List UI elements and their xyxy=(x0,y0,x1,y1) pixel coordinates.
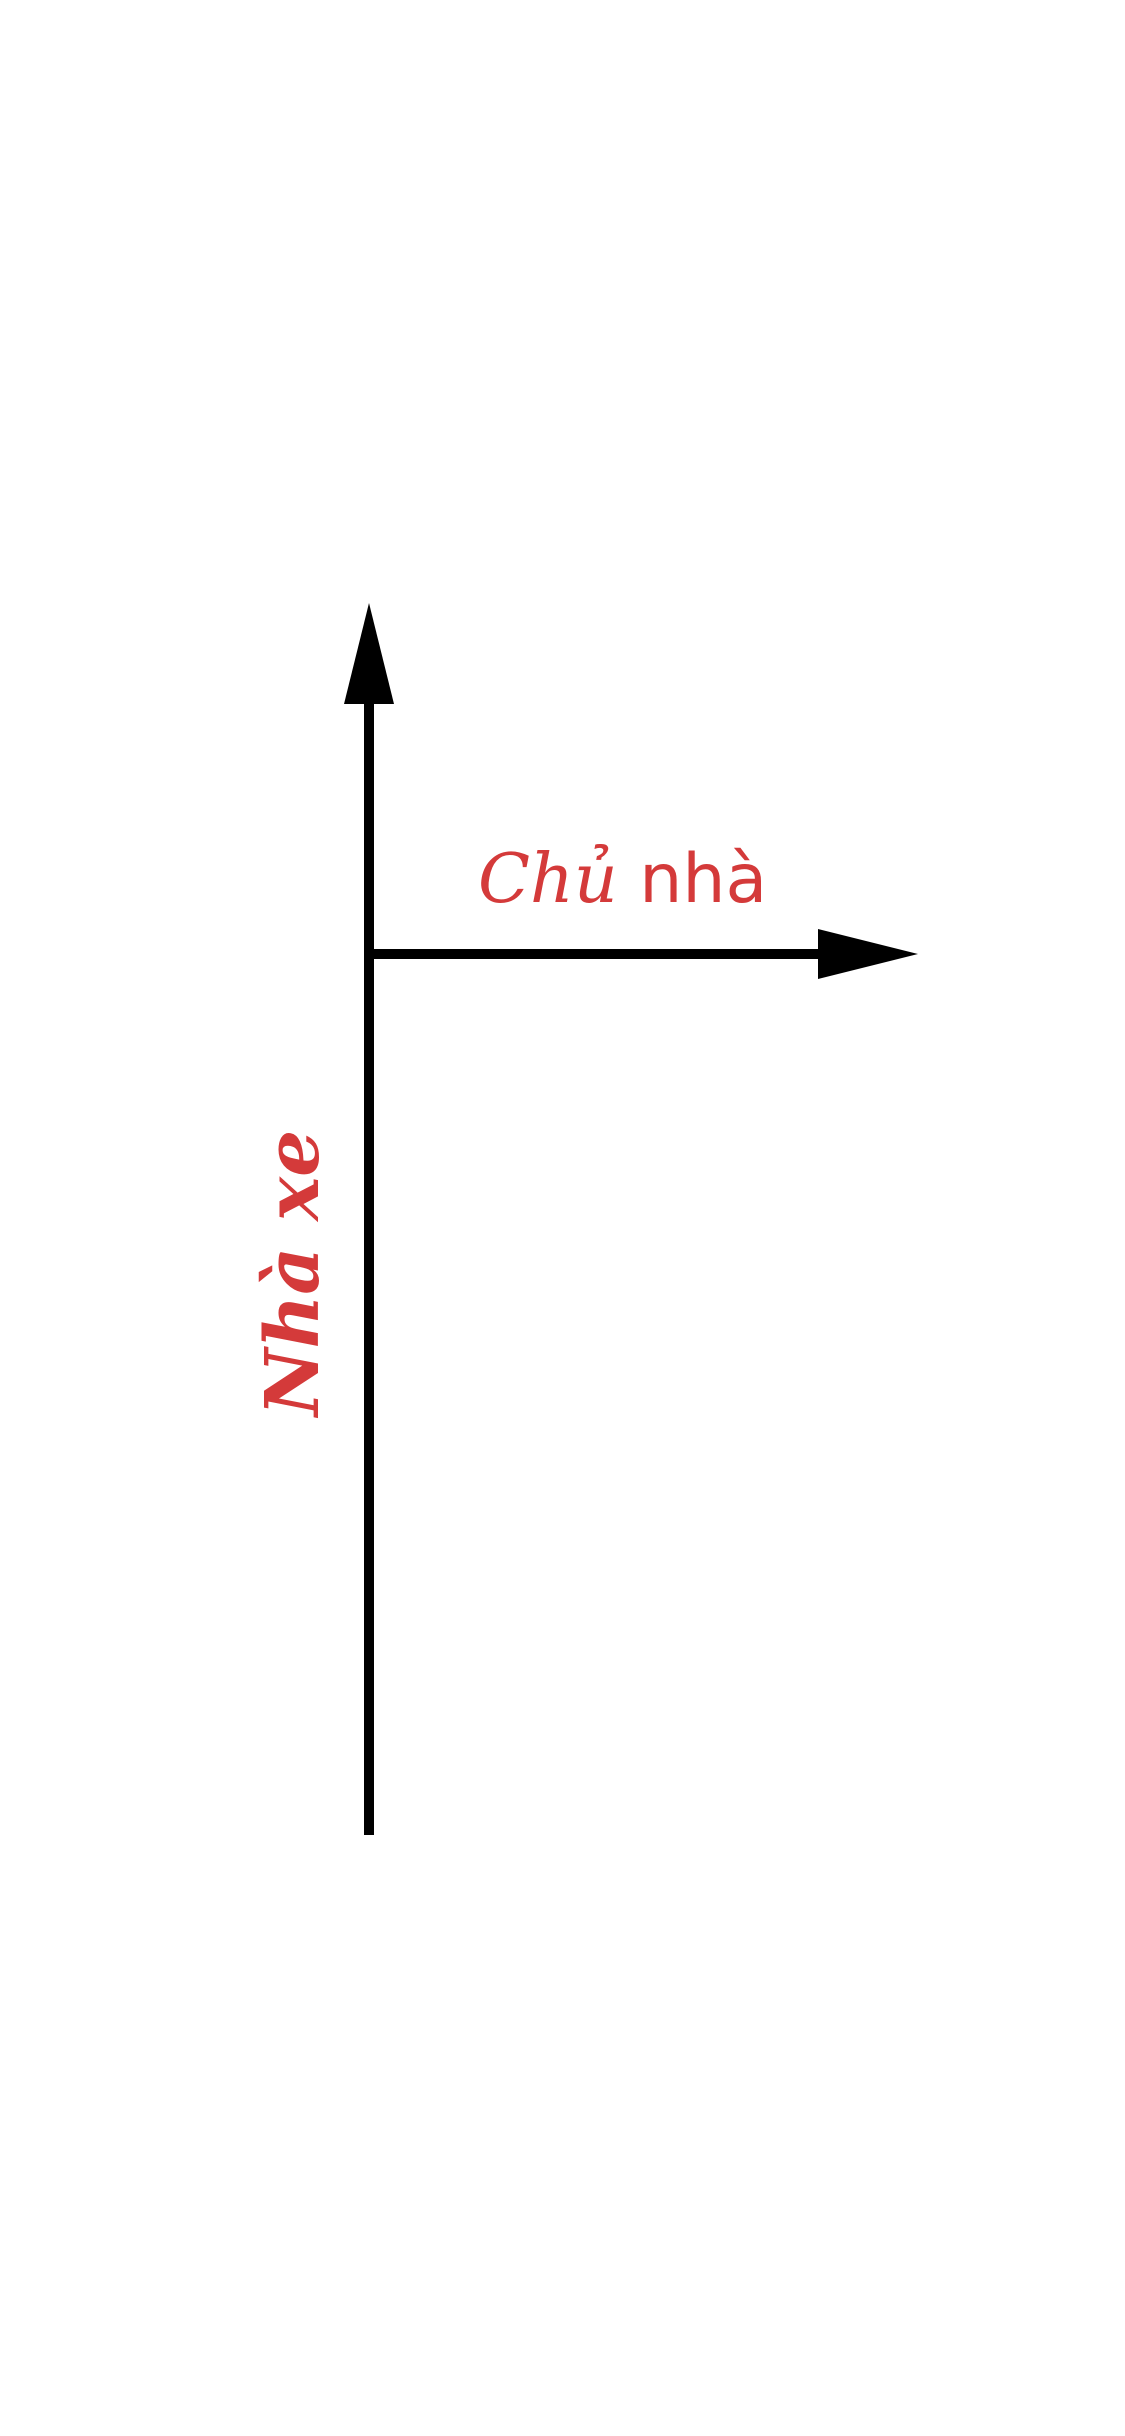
horizontal-axis-label: Chủ nhà xyxy=(478,840,767,919)
horizontal-label-part1: Chủ xyxy=(478,840,618,919)
horizontal-label-part2: nhà xyxy=(639,840,767,919)
up-arrowhead xyxy=(344,603,394,704)
vertical-axis-label: Nhà xe xyxy=(250,1130,336,1418)
right-arrowhead xyxy=(818,929,918,979)
